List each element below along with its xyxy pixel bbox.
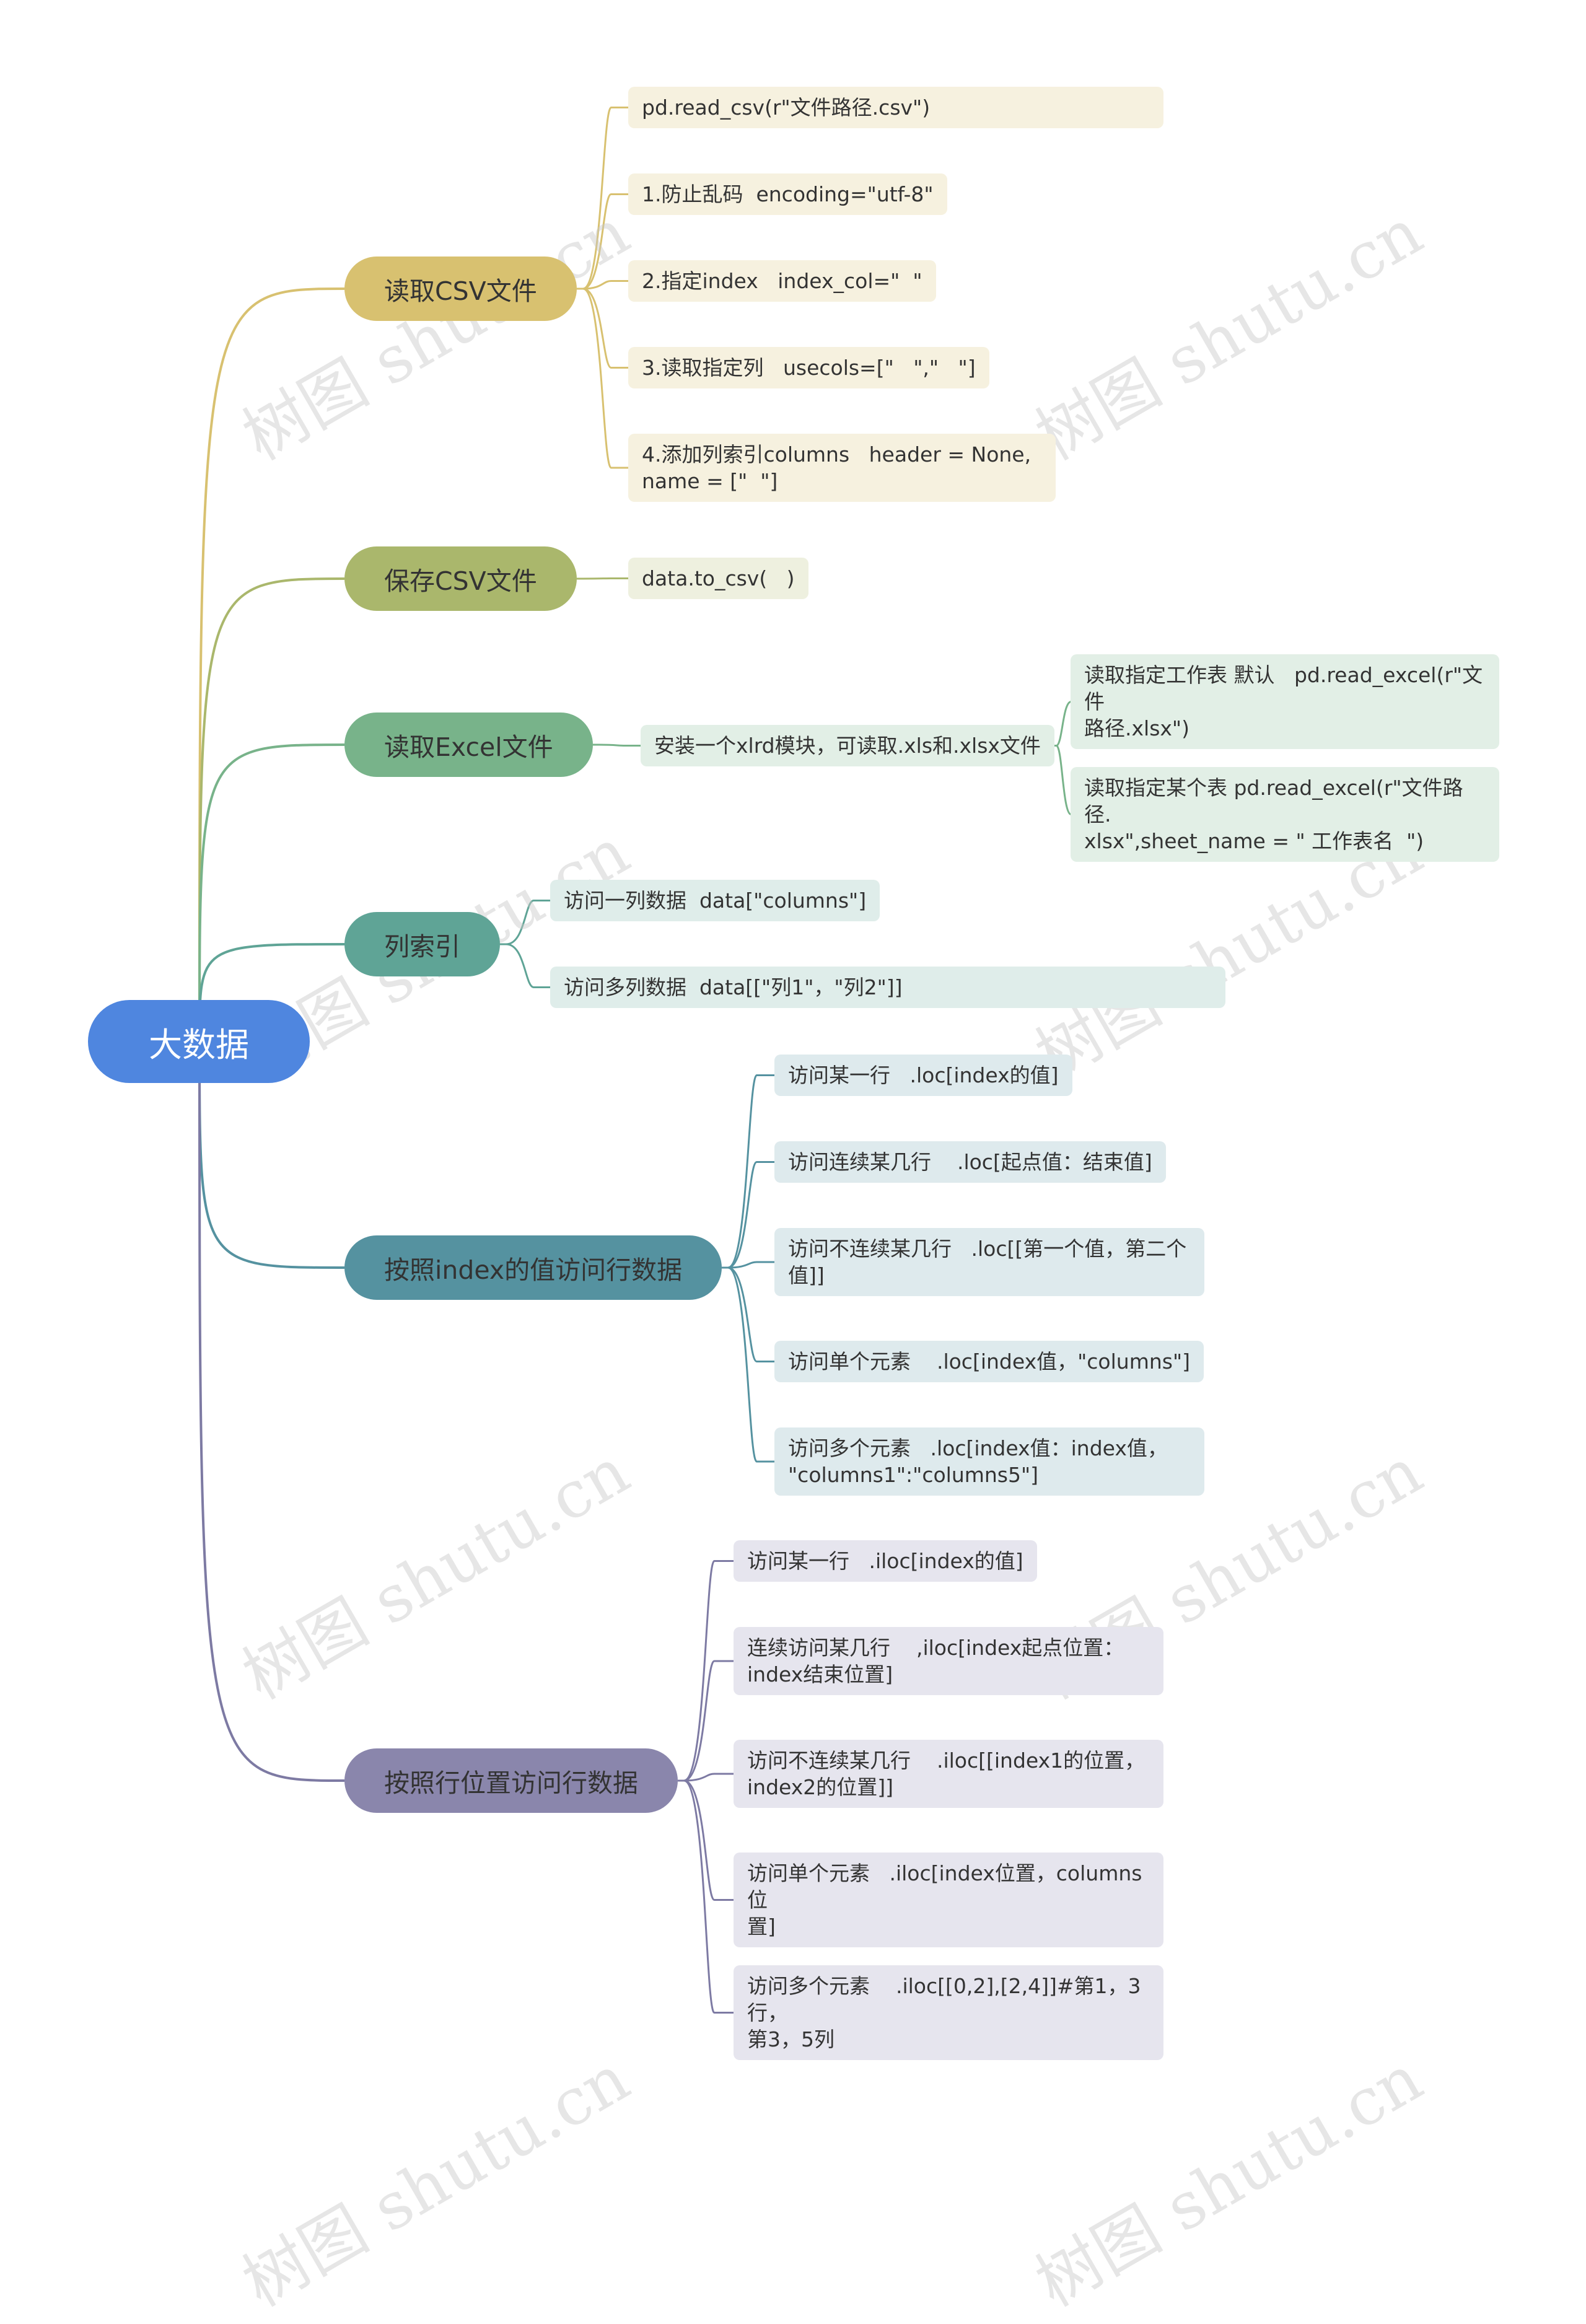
leaf-iloc-single-row[interactable]: 访问某一行 .iloc[index的值] — [734, 1540, 1037, 1582]
leaf-loc-single-element[interactable]: 访问单个元素 .loc[index值，"columns"] — [774, 1341, 1204, 1382]
connector-lines — [198, 107, 1072, 2014]
leaf-to-csv[interactable]: data.to_csv( ) — [628, 558, 808, 599]
connector-line — [722, 1261, 774, 1269]
leaf-read-csv[interactable]: pd.read_csv(r"文件路径.csv") — [628, 87, 1163, 128]
branch-read-excel[interactable]: 读取Excel文件 — [344, 713, 593, 777]
connector-line — [500, 943, 550, 988]
connector-line — [1054, 701, 1072, 747]
connector-line — [593, 743, 641, 747]
branch-iloc-access[interactable]: 按照行位置访问行数据 — [344, 1748, 678, 1813]
branch-loc-access[interactable]: 按照index的值访问行数据 — [344, 1235, 722, 1300]
connector-line — [722, 1161, 774, 1269]
connector-line — [678, 1560, 734, 1782]
connector-line — [722, 1266, 774, 1362]
leaf-install-xlrd[interactable]: 安装一个xlrd模块，可读取.xls和.xlsx文件 — [641, 725, 1054, 766]
connector-line — [198, 1041, 345, 1782]
connector-line — [577, 287, 628, 469]
leaf-loc-discrete-rows[interactable]: 访问不连续某几行 .loc[[第一个值，第二个 值]] — [774, 1228, 1204, 1296]
connector-line — [577, 193, 628, 290]
connector-line — [678, 1779, 734, 2014]
leaf-loc-multi-element[interactable]: 访问多个元素 .loc[index值：index值， "columns1":"c… — [774, 1427, 1204, 1496]
connector-line — [678, 1779, 734, 1901]
branch-save-csv[interactable]: 保存CSV文件 — [344, 546, 577, 611]
root-topic[interactable]: 大数据 — [88, 1000, 310, 1083]
connector-line — [1054, 745, 1072, 815]
connector-line — [198, 743, 345, 1042]
leaf-read-named-sheet[interactable]: 读取指定某个表 pd.read_excel(r"文件路径. xlsx",shee… — [1071, 767, 1499, 862]
leaf-read-default-sheet[interactable]: 读取指定工作表 默认 pd.read_excel(r"文件 路径.xlsx") — [1071, 654, 1499, 749]
leaf-iloc-single-element[interactable]: 访问单个元素 .iloc[index位置，columns位 置] — [734, 1853, 1163, 1947]
leaf-iloc-multi-element[interactable]: 访问多个元素 .iloc[[0,2],[2,4]]#第1，3行， 第3，5列 — [734, 1965, 1163, 2060]
leaf-single-column[interactable]: 访问一列数据 data["columns"] — [550, 880, 880, 921]
connector-line — [722, 1074, 774, 1269]
connector-line — [678, 1660, 734, 1782]
connector-line — [198, 287, 345, 1042]
leaf-header-names[interactable]: 4.添加列索引columns header = None, name = [" … — [628, 434, 1056, 502]
leaf-encoding[interactable]: 1.防止乱码 encoding="utf-8" — [628, 173, 947, 215]
connector-line — [577, 107, 628, 290]
leaf-loc-single-row[interactable]: 访问某一行 .loc[index的值] — [774, 1055, 1072, 1096]
branch-column-index[interactable]: 列索引 — [344, 912, 500, 976]
leaf-multi-column[interactable]: 访问多列数据 data[["列1"，"列2"]] — [550, 967, 1225, 1008]
leaf-iloc-discrete-rows[interactable]: 访问不连续某几行 .iloc[[index1的位置， index2的位置]] — [734, 1740, 1163, 1808]
branch-read-csv[interactable]: 读取CSV文件 — [344, 257, 577, 321]
leaf-index-col[interactable]: 2.指定index index_col=" " — [628, 260, 936, 302]
leaf-usecols[interactable]: 3.读取指定列 usecols=[" "," "] — [628, 347, 989, 388]
connector-line — [722, 1266, 774, 1463]
connector-line — [198, 577, 345, 1042]
connector-line — [577, 287, 628, 369]
leaf-loc-range-rows[interactable]: 访问连续某几行 .loc[起点值：结束值] — [774, 1141, 1166, 1183]
leaf-iloc-range-rows[interactable]: 连续访问某几行 ,iloc[index起点位置： index结束位置] — [734, 1627, 1163, 1695]
